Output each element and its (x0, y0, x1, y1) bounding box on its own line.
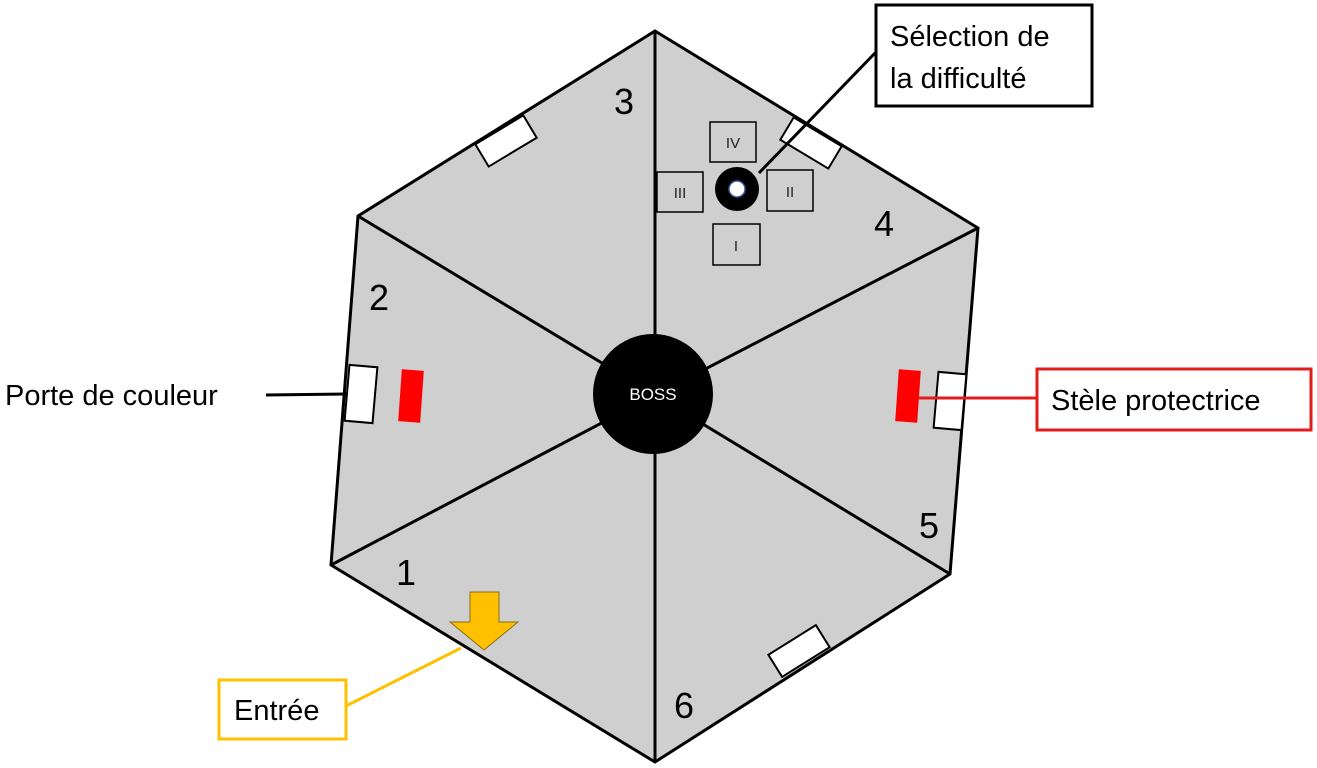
difficulty-label-iv: IV (726, 135, 740, 152)
difficulty-box-iii (656, 171, 704, 213)
color-door-right (932, 370, 968, 432)
color-door-left (343, 363, 379, 425)
door-sector-3 (473, 114, 539, 168)
door-sector-6 (766, 623, 832, 679)
stele-left (398, 369, 424, 423)
stele-right (895, 369, 921, 423)
difficulty-label-i: I (734, 238, 738, 255)
difficulty-label-ii: II (786, 184, 794, 201)
stele-callout-label: Stèle protectrice (1051, 385, 1261, 417)
boss-label: BOSS (629, 385, 676, 404)
difficulty-selector: IV III II I (656, 121, 814, 266)
difficulty-label-iii: III (674, 185, 687, 202)
color-door-callout-line (265, 392, 348, 397)
ring-icon-center (728, 180, 746, 198)
divider-4-5 (654, 226, 979, 397)
entrance-callout-line (345, 646, 462, 708)
entrance-callout-label: Entrée (234, 695, 319, 727)
sector-number-5: 5 (919, 505, 939, 546)
down-arrow-icon (448, 591, 520, 651)
sector-number-3: 3 (614, 81, 634, 122)
stele-callout-box (1035, 367, 1313, 432)
color-door-callout-label: Porte de couleur (5, 380, 218, 412)
entrance-callout-box (217, 678, 348, 741)
difficulty-box-ii (766, 169, 814, 212)
difficulty-callout-box (874, 3, 1094, 108)
sector-number-2: 2 (369, 277, 389, 318)
boss-circle (593, 334, 713, 454)
door-sector-4 (778, 116, 844, 170)
sector-number-6: 6 (674, 685, 694, 726)
sector-number-4: 4 (874, 203, 894, 244)
sector-number-1: 1 (396, 552, 416, 593)
difficulty-box-i (712, 223, 761, 266)
difficulty-box-iv (709, 121, 757, 163)
difficulty-callout-line2: la difficulté (890, 63, 1027, 95)
difficulty-callout-line (757, 50, 878, 175)
difficulty-callout-line1: Sélection de (890, 21, 1050, 53)
